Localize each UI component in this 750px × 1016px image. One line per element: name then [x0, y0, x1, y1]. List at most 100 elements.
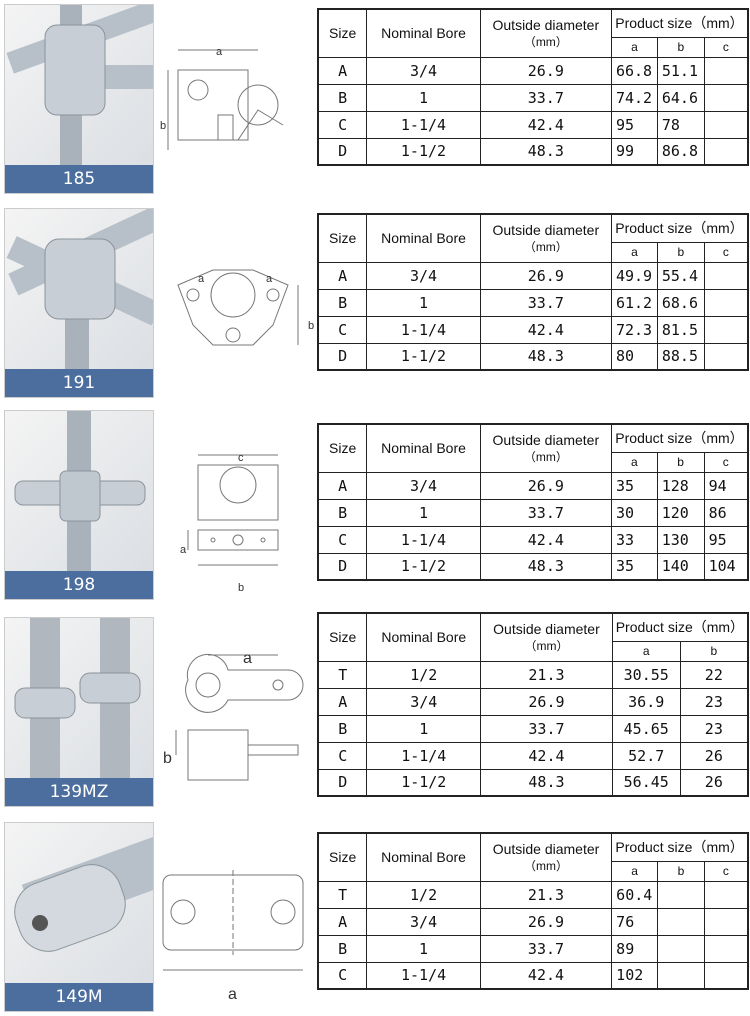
cell-a: 52.7 — [611, 741, 681, 770]
cell-size: C — [317, 315, 368, 344]
cell-a: 60.4 — [611, 880, 659, 909]
header-col-a: a — [610, 36, 658, 58]
header-outside-diameter: Outside diameter（mm） — [479, 8, 612, 58]
cell-size: A — [317, 471, 368, 500]
cell-a: 45.65 — [611, 714, 681, 743]
dimension-drawing: a — [158, 840, 308, 1010]
cell-b: 26 — [679, 768, 749, 797]
cell-c: 94 — [703, 471, 749, 500]
cell-size: B — [317, 714, 368, 743]
cell-a: 95 — [610, 110, 658, 139]
header-col-b: b — [656, 241, 705, 263]
cell-bore: 1-1/2 — [366, 342, 481, 371]
od-unit: （mm） — [523, 449, 568, 464]
cell-c — [703, 110, 749, 139]
cell-a: 102 — [611, 961, 659, 990]
cell-od: 26.9 — [479, 261, 612, 290]
cell-od: 26.9 — [479, 471, 612, 500]
cell-size: D — [317, 552, 368, 581]
cell-bore: 3/4 — [366, 471, 481, 500]
cell-od: 42.4 — [479, 961, 613, 990]
cell-c — [703, 261, 749, 290]
cell-od: 42.4 — [479, 110, 612, 139]
cell-b: 51.1 — [656, 56, 705, 85]
cell-size: T — [317, 660, 368, 689]
header-col-a: a — [610, 451, 658, 473]
cell-size: D — [317, 342, 368, 371]
cell-size: B — [317, 934, 368, 963]
cell-od: 21.3 — [480, 660, 613, 689]
cell-a: 89 — [611, 934, 659, 963]
header-col-b: b — [656, 451, 705, 473]
od-label: Outside diameter — [492, 431, 600, 448]
cell-od: 48.3 — [479, 137, 612, 166]
dimension-label: b — [160, 120, 167, 132]
cell-b: 81.5 — [656, 315, 705, 344]
cell-bore: 1-1/2 — [366, 768, 482, 797]
cell-c — [703, 880, 749, 909]
cell-size: C — [317, 741, 368, 770]
cell-a: 66.8 — [610, 56, 658, 85]
header-size: Size — [317, 612, 368, 662]
cell-c — [703, 934, 749, 963]
cell-bore: 1-1/4 — [366, 110, 481, 139]
dimension-label: b — [238, 582, 245, 594]
cell-bore: 1-1/4 — [366, 315, 481, 344]
cell-bore: 1-1/4 — [366, 525, 481, 554]
header-col-c: c — [703, 36, 749, 58]
cell-a: 49.9 — [610, 261, 658, 290]
header-product-size: Product size（mm） — [611, 832, 749, 862]
header-nominal-bore: Nominal Bore — [366, 8, 481, 58]
header-nominal-bore: Nominal Bore — [366, 612, 482, 662]
cell-bore: 1 — [366, 288, 481, 317]
cell-bore: 1 — [366, 83, 481, 112]
cell-c: 86 — [703, 498, 749, 527]
od-unit: （mm） — [523, 239, 568, 254]
product-photo: 149M — [4, 822, 154, 1012]
product-photo: 198 — [4, 410, 154, 600]
model-label: 191 — [5, 369, 153, 397]
cell-b: 23 — [679, 687, 749, 716]
cell-bore: 1-1/4 — [366, 961, 481, 990]
header-size: Size — [317, 213, 368, 263]
cell-od: 26.9 — [480, 687, 613, 716]
product-photo: 139MZ — [4, 617, 154, 807]
cell-b: 120 — [656, 498, 705, 527]
cell-b — [657, 961, 705, 990]
cell-bore: 1/2 — [366, 880, 481, 909]
model-label: 185 — [5, 165, 153, 193]
od-unit: （mm） — [524, 638, 569, 653]
cell-c — [703, 83, 749, 112]
od-label: Outside diameter — [492, 16, 600, 33]
model-label: 149M — [5, 983, 153, 1011]
od-unit: （mm） — [523, 34, 568, 49]
cell-bore: 1 — [366, 498, 481, 527]
cell-b — [657, 880, 705, 909]
cell-bore: 1 — [366, 714, 482, 743]
header-col-c: c — [703, 451, 749, 473]
cell-c — [703, 56, 749, 85]
cell-a: 30 — [610, 498, 658, 527]
dimension-label: a — [228, 986, 237, 1003]
cell-size: A — [317, 907, 368, 936]
model-label: 198 — [5, 571, 153, 599]
cell-bore: 3/4 — [366, 261, 481, 290]
cell-size: A — [317, 261, 368, 290]
cell-b: 26 — [679, 741, 749, 770]
cell-b: 130 — [656, 525, 705, 554]
cell-b: 140 — [656, 552, 705, 581]
cell-b: 86.8 — [656, 137, 705, 166]
cell-od: 33.7 — [479, 83, 612, 112]
cell-a: 56.45 — [611, 768, 681, 797]
cell-b — [657, 934, 705, 963]
